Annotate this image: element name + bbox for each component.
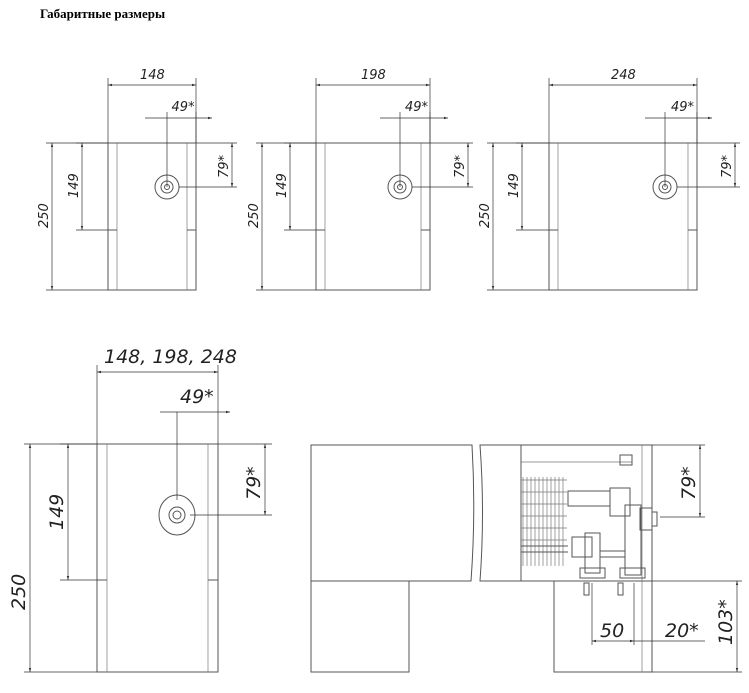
- top-view-1: 148 49* 79* 149 250: [37, 68, 237, 291]
- height-label: 250: [478, 203, 493, 228]
- top-view-2: 198 49* 79* 149 250: [247, 68, 473, 291]
- mid-label: 149: [67, 173, 82, 198]
- front-mid-label: 149: [46, 494, 68, 530]
- bottom-height-label: 103*: [715, 599, 737, 645]
- offset-label: 49*: [671, 100, 695, 115]
- offset-label: 49*: [405, 100, 429, 115]
- front-view: 148, 198, 248 49* 79* 149 250: [8, 346, 272, 673]
- front-height-label: 250: [8, 574, 30, 610]
- side-valve-height-label: 79*: [678, 466, 700, 500]
- page-title: Габаритные размеры: [40, 6, 166, 21]
- valve-height-label: 79*: [217, 154, 232, 178]
- width-label: 198: [361, 68, 386, 83]
- height-label: 250: [247, 203, 262, 228]
- pipe-spacing-label: 50: [600, 620, 624, 642]
- mid-label: 149: [275, 173, 290, 198]
- radiator-fins: [521, 477, 567, 566]
- offset-label: 49*: [172, 100, 196, 115]
- top-view-3: 248 49* 79* 149 250: [478, 68, 740, 291]
- front-offset-label: 49*: [180, 386, 214, 408]
- mid-label: 149: [507, 173, 522, 198]
- front-valve-height-label: 79*: [243, 466, 265, 500]
- width-label: 148: [140, 68, 165, 83]
- height-label: 250: [37, 203, 52, 228]
- valve-icon: [158, 494, 196, 536]
- width-label: 248: [611, 68, 636, 83]
- front-width-label: 148, 198, 248: [104, 346, 237, 368]
- valve-height-label: 79*: [453, 154, 468, 178]
- side-view: 79* 50 20* 103*: [310, 444, 742, 673]
- pipe-offset-label: 20*: [665, 620, 699, 642]
- valve-height-label: 79*: [720, 154, 735, 178]
